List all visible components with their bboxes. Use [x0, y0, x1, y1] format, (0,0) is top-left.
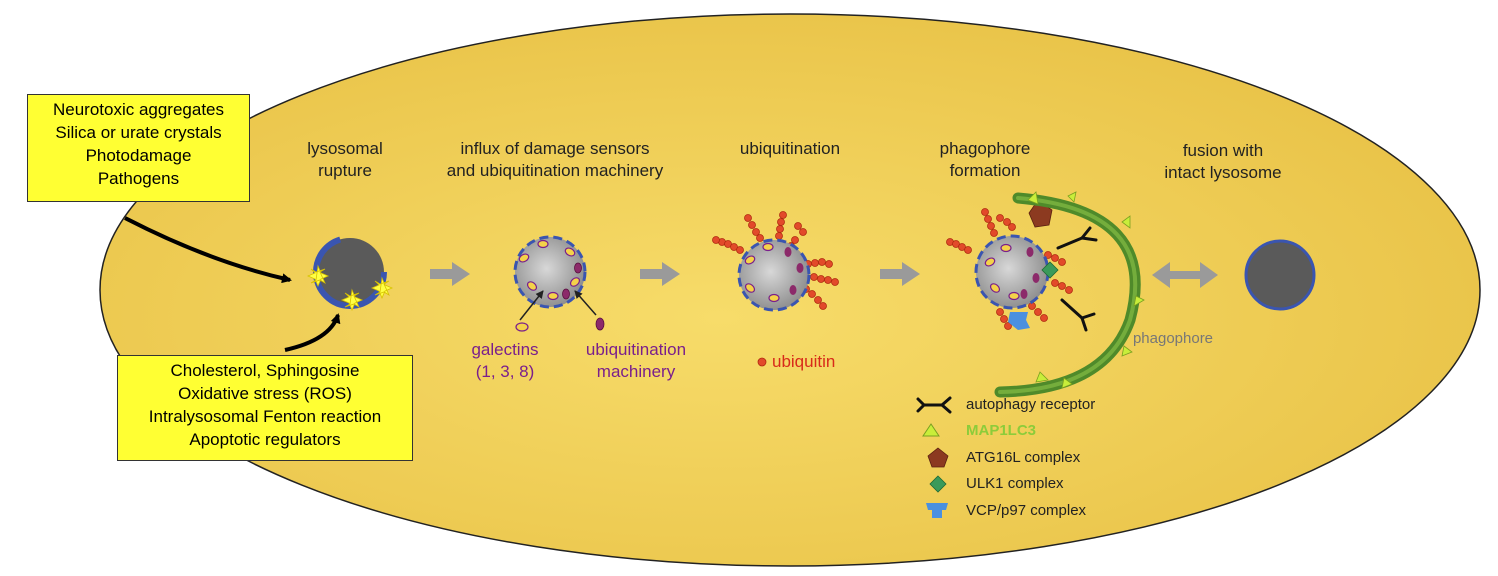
legend-label-map1lc3: MAP1LC3 — [966, 422, 1037, 439]
legend-label-autophagy-receptor: autophagy receptor — [966, 396, 1096, 413]
stage-label-influx: influx of damage sensors and ubiquitinat… — [420, 138, 690, 182]
damaged-lysosome-influx — [513, 235, 605, 332]
phagophore-text: phagophore — [1132, 330, 1214, 347]
trigger-bottom-1: Cholesterol, Sphingosine — [170, 361, 360, 380]
label-ubiquitination-machinery: ubiquitination machinery — [566, 339, 706, 383]
trigger-top-1: Neurotoxic aggregates — [52, 100, 225, 119]
ubiq-machinery-line-2: machinery — [596, 362, 676, 381]
legend-label-atg16l: ATG16L complex — [966, 449, 1081, 466]
autophagy-receptor-icon — [916, 396, 952, 414]
trigger-bottom-2: Oxidative stress (ROS) — [178, 384, 352, 403]
label-phagophore: phagophore — [1118, 328, 1228, 350]
galectins-line-1: galectins — [471, 340, 539, 359]
stage-label-ubiquitination: ubiquitination — [715, 138, 865, 160]
trigger-arrow-top — [124, 216, 292, 284]
stage-influx-line-1: influx of damage sensors — [460, 139, 650, 158]
stage-influx-line-2: and ubiquitination machinery — [446, 161, 664, 180]
stage-rupture-line-2: rupture — [318, 161, 372, 180]
galectins-line-2: (1, 3, 8) — [475, 362, 535, 381]
stage-label-rupture: lysosomal rupture — [285, 138, 405, 182]
rupture-star-3 — [370, 276, 394, 300]
trigger-top-2: Silica or urate crystals — [55, 123, 222, 142]
triggers-bottom-box: Cholesterol, Sphingosine Oxidative stres… — [117, 355, 413, 461]
stage-fusion-line-2: intact lysosome — [1164, 163, 1282, 182]
rupture-star-1 — [306, 264, 330, 288]
stage-ubiquitination-line-1: ubiquitination — [739, 139, 841, 158]
stage-label-fusion: fusion with intact lysosome — [1148, 140, 1298, 184]
phagophore-complex — [946, 191, 1145, 398]
label-galectins: galectins (1, 3, 8) — [450, 339, 560, 383]
trigger-bottom-3: Intralysosomal Fenton reaction — [148, 407, 382, 426]
rupture-star-2 — [340, 288, 364, 312]
trigger-bottom-4: Apoptotic regulators — [189, 430, 341, 449]
ubiquitin-text: ubiquitin — [772, 352, 836, 371]
triggers-top-box: Neurotoxic aggregates Silica or urate cr… — [27, 94, 250, 202]
ubiq-machinery-line-1: ubiquitination — [585, 340, 687, 359]
flow-arrow-double — [1152, 262, 1218, 288]
label-ubiquitin: ubiquitin — [772, 351, 862, 373]
trigger-top-4: Pathogens — [97, 169, 180, 188]
map1lc3-icon — [922, 423, 940, 437]
flow-arrow-1 — [430, 262, 470, 286]
legend-label-ulk1: ULK1 complex — [966, 475, 1064, 492]
ulk1-icon — [929, 475, 947, 493]
stage-fusion-line-1: fusion with — [1182, 141, 1264, 160]
stage-phagophore-line-1: phagophore — [939, 139, 1031, 158]
trigger-top-3: Photodamage — [85, 146, 192, 165]
vcp-icon — [926, 503, 948, 518]
flow-arrow-2 — [640, 262, 680, 286]
atg16l-icon — [927, 447, 949, 468]
flow-arrow-3 — [880, 262, 920, 286]
ruptured-lysosome — [306, 235, 394, 312]
trigger-arrow-bottom — [284, 313, 341, 352]
intact-lysosome — [1244, 239, 1316, 311]
ubiquitinated-lysosome — [712, 211, 839, 367]
legend-label-vcp: VCP/p97 complex — [966, 502, 1087, 519]
stage-phagophore-line-2: formation — [949, 161, 1021, 180]
stage-rupture-line-1: lysosomal — [307, 139, 383, 158]
stage-label-phagophore: phagophore formation — [920, 138, 1050, 182]
